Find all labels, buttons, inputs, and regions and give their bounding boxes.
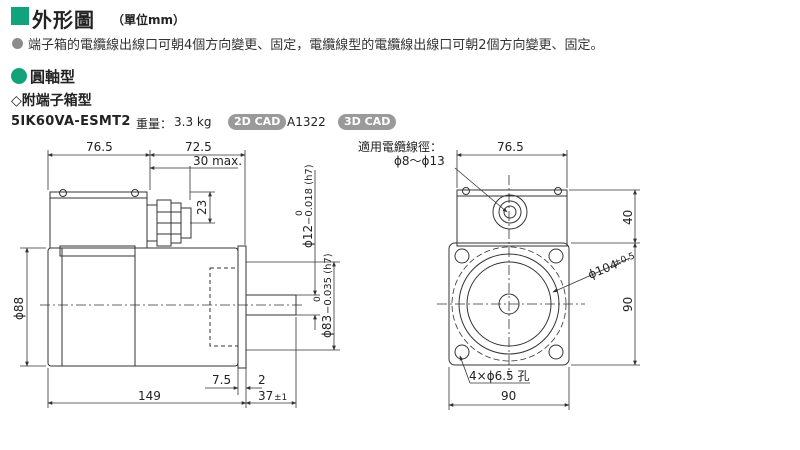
cable-exit-note: 端子箱的電纜線出線口可朝4個方向變更、固定，電纜線型的電纜線出線口可朝2個方向變… bbox=[28, 38, 604, 53]
dim-box-length: 76.5 bbox=[86, 140, 113, 154]
dim-box-height: 40 bbox=[621, 210, 635, 225]
motor-body-outline bbox=[47, 247, 239, 367]
dim-pilot-tol-top: 0 bbox=[313, 296, 323, 302]
flange-outline bbox=[237, 245, 247, 369]
dim-gland-length: 72.5 bbox=[185, 140, 212, 154]
section-title: 圓軸型 bbox=[30, 68, 76, 86]
terminal-box-outline bbox=[49, 191, 148, 249]
page-title: 外形圖 bbox=[32, 8, 95, 32]
model-name: 5IK60VA-ESMT2 bbox=[11, 114, 131, 129]
dim-pilot-tol-bottom: −0.035 (h7) bbox=[323, 253, 334, 314]
dim-flange-height: 90 bbox=[621, 297, 635, 312]
cad-2d-button[interactable]: 2D CAD bbox=[228, 114, 287, 130]
cable-diameter-label: 適用電纜線徑： bbox=[358, 139, 442, 154]
cable-diameter-range: ϕ8～ϕ13 bbox=[394, 154, 445, 168]
dim-body-dia: ϕ88 bbox=[12, 297, 26, 320]
note-bullet bbox=[12, 38, 23, 49]
dim-7-5: 7.5 bbox=[212, 373, 231, 387]
cad-3d-button[interactable]: 3D CAD bbox=[338, 114, 397, 130]
dim-pilot-dia: ϕ83 bbox=[320, 315, 334, 338]
dim-2: 2 bbox=[258, 373, 266, 387]
gland-nut bbox=[492, 194, 528, 230]
mounting-hole-label: 4×ϕ6.5 孔 bbox=[469, 369, 530, 383]
cable-gland bbox=[146, 199, 192, 247]
dim-front-box-width: 76.5 bbox=[497, 140, 524, 154]
section-subtitle: ◇附端子箱型 bbox=[11, 93, 92, 109]
dim-max: 30 max. bbox=[193, 154, 242, 168]
dim-149: 149 bbox=[138, 389, 161, 403]
box-screw-right bbox=[131, 189, 139, 197]
front-view bbox=[437, 175, 585, 378]
side-view bbox=[40, 189, 305, 369]
cad-2d-code: A1322 bbox=[287, 115, 326, 129]
dim-37: 37 bbox=[258, 389, 273, 403]
dim-shaft-tol-bottom: −0.018 (h7) bbox=[304, 164, 315, 225]
title-marker bbox=[11, 7, 29, 25]
weight-value: 3.3 kg bbox=[174, 115, 212, 129]
unit-label: （單位mm） bbox=[112, 13, 186, 27]
dim-37-tol: ±1 bbox=[274, 393, 287, 403]
dim-flange-width: 90 bbox=[501, 389, 516, 403]
front-terminal-box bbox=[456, 189, 568, 247]
dim-pcd-tol: ±0.5 bbox=[612, 251, 636, 268]
weight-label: 重量： bbox=[136, 117, 173, 131]
dim-shaft-dia: ϕ12 bbox=[301, 225, 315, 248]
section-bullet bbox=[11, 68, 27, 84]
box-screw-left bbox=[59, 189, 67, 197]
dim-shaft-tol-top: 0 bbox=[295, 210, 305, 216]
dim-23: 23 bbox=[195, 200, 209, 215]
